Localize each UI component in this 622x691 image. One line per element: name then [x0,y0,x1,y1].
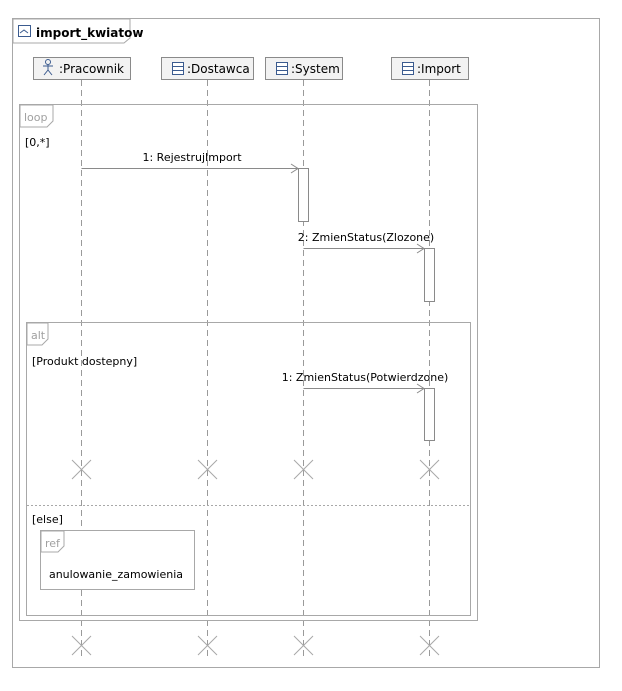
activation-bar-import [424,248,435,302]
message-label: 1: RejestrujImport [142,151,242,164]
destroy-marker-pracownik [71,459,92,480]
activation-bar-system [298,168,309,222]
loop-keyword: loop [24,111,48,124]
message-zmien-status-zlozone[interactable]: 2: ZmienStatus(Zlozone) [298,231,434,254]
lifeline-pracownik[interactable]: :Pracownik [33,57,131,80]
message-zmien-status-potwierdzone[interactable]: 1: ZmienStatus(Potwierdzone) [282,371,449,394]
message-rejestruj-import[interactable]: 1: RejestrujImport [81,151,299,174]
ref-keyword: ref [45,537,61,550]
actor-icon [43,59,53,76]
loop-fragment[interactable]: loop [0,*] [19,104,478,621]
alt-fragment[interactable]: alt [Produkt dostepny] [else] [26,322,471,616]
loop-guard: [0,*] [25,136,50,149]
lifeline-label: :Dostawca [187,62,250,76]
destroy-marker-import [419,459,440,480]
destroy-marker-system [293,459,314,480]
destroy-marker-system [293,635,314,656]
activation-bar-import [424,388,435,441]
message-label: 1: ZmienStatus(Potwierdzone) [282,371,449,384]
destroy-marker-import [419,635,440,656]
class-icon [172,62,184,75]
alt-keyword: alt [31,329,46,342]
lifeline-label: :Import [417,62,461,76]
diagram-title-tab[interactable] [12,18,131,44]
lifeline-label: :Pracownik [59,62,124,76]
destroy-marker-pracownik [71,635,92,656]
ref-name: anulowanie_zamowienia [49,568,183,581]
diagram-title: import_kwiatow [36,26,143,41]
destroy-marker-dostawca [197,459,218,480]
lifeline-import[interactable]: :Import [391,57,469,80]
lifeline-dostawca[interactable]: :Dostawca [161,57,254,80]
destroy-marker-dostawca [197,635,218,656]
alt-guard-else: [else] [32,513,63,526]
ref-fragment[interactable]: ref anulowanie_zamowienia [40,530,195,590]
class-icon [402,62,414,75]
class-icon [276,62,288,75]
lifeline-system[interactable]: :System [265,57,343,80]
alt-guard-then: [Produkt dostepny] [32,355,137,368]
message-label: 2: ZmienStatus(Zlozone) [298,231,434,244]
diagram-icon [18,25,31,37]
lifeline-label: :System [291,62,340,76]
